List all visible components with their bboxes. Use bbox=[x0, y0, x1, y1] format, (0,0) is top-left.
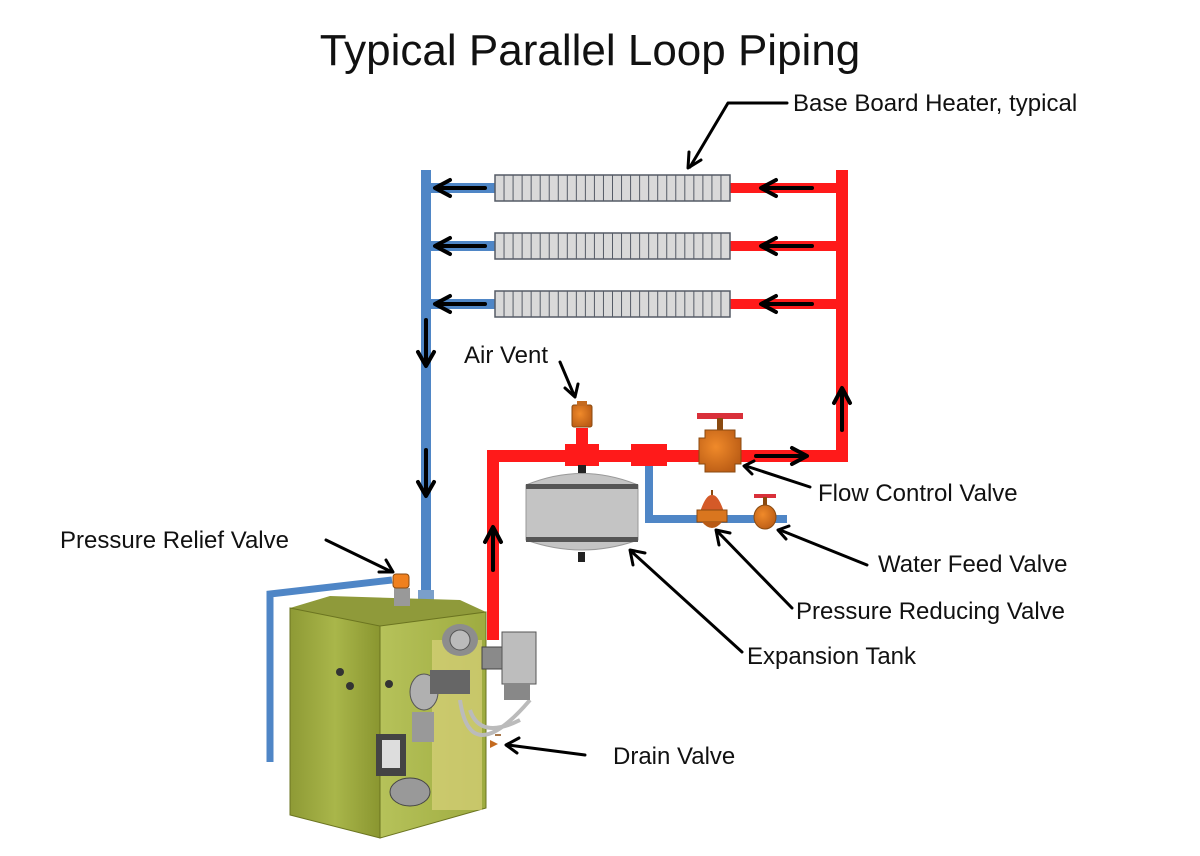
label-water-feed-valve: Water Feed Valve bbox=[878, 551, 1067, 578]
expansion-tank bbox=[525, 465, 639, 562]
baseboard-heater-3-branch bbox=[426, 290, 842, 318]
baseboard-heater-3 bbox=[494, 290, 731, 318]
baseboard-heater-2-branch bbox=[426, 232, 842, 260]
circulator-control-box bbox=[481, 631, 537, 700]
leader-expansion-tank bbox=[628, 548, 744, 654]
leader-pressure-relief-valve bbox=[324, 538, 395, 574]
diagram-title: Typical Parallel Loop Piping bbox=[320, 26, 861, 75]
air-vent bbox=[571, 401, 593, 446]
flow-arrows bbox=[416, 318, 852, 572]
leader-flow-control-valve bbox=[742, 459, 812, 489]
leader-pressure-reducing-valve bbox=[714, 528, 794, 610]
baseboard-heater-1 bbox=[494, 174, 731, 202]
label-pressure-reducing-valve: Pressure Reducing Valve bbox=[796, 598, 1065, 625]
relief-discharge-pipe bbox=[266, 576, 393, 762]
leader-baseboard-heater bbox=[686, 101, 789, 170]
leader-drain-valve bbox=[504, 736, 587, 757]
supply-right-arrow bbox=[754, 446, 809, 466]
return-down-arrow-2 bbox=[416, 448, 436, 498]
supply-up-arrow bbox=[483, 525, 503, 572]
supply-flow-arrow bbox=[759, 236, 814, 256]
return-flow-arrow bbox=[433, 236, 487, 256]
baseboard-heater-2 bbox=[494, 232, 731, 260]
label-drain-valve: Drain Valve bbox=[613, 743, 735, 770]
water-feed-valve bbox=[753, 494, 777, 530]
return-flow-arrow bbox=[433, 178, 487, 198]
label-expansion-tank: Expansion Tank bbox=[747, 643, 917, 670]
leader-water-feed-valve bbox=[776, 524, 869, 567]
return-down-arrow-1 bbox=[416, 318, 436, 368]
boiler bbox=[289, 588, 532, 839]
return-flow-arrow bbox=[433, 294, 487, 314]
drain-valve bbox=[490, 734, 501, 748]
leader-air-vent bbox=[558, 360, 580, 399]
supply-flow-arrow bbox=[759, 178, 814, 198]
feed-vertical-pipe bbox=[645, 460, 653, 522]
baseboard-heater-1-branch bbox=[426, 174, 842, 202]
pressure-reducing-valve bbox=[696, 490, 728, 528]
return-main-pipe bbox=[421, 170, 431, 610]
leader-lines bbox=[324, 101, 869, 757]
label-pressure-relief-valve: Pressure Relief Valve bbox=[60, 527, 289, 554]
tee-fitting-feed bbox=[631, 444, 667, 466]
label-air-vent: Air Vent bbox=[464, 342, 548, 369]
tee-fitting-air-vent bbox=[565, 444, 599, 466]
flow-control-valve bbox=[697, 413, 743, 473]
pressure-relief-valve bbox=[392, 573, 410, 589]
label-flow-control-valve: Flow Control Valve bbox=[818, 480, 1018, 507]
label-baseboard-heater: Base Board Heater, typical bbox=[793, 90, 1077, 117]
riser-up-arrow bbox=[832, 386, 852, 432]
supply-flow-arrow bbox=[759, 294, 814, 314]
